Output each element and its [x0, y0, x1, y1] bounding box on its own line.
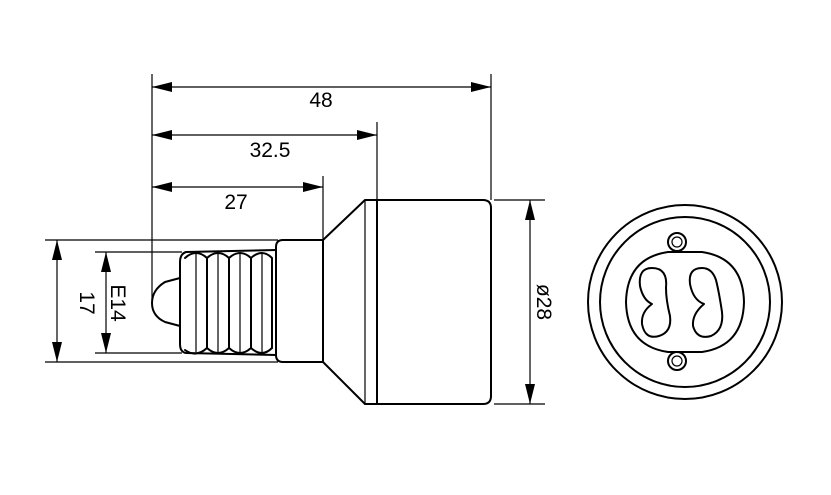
right-pin-slot [688, 267, 724, 338]
dimension-overall-length: 48 [152, 82, 491, 112]
dimension-label-diameter: ø28 [532, 284, 555, 320]
dimension-label-17: 17 [75, 291, 98, 314]
dimension-label-e14: E14 [106, 284, 129, 322]
dimension-length-to-neck: 27 [152, 182, 323, 214]
inner-rim [599, 216, 771, 388]
dimension-label-32-5: 32.5 [250, 139, 291, 162]
dimension-thread-type: E14 [101, 252, 129, 353]
dimension-length-to-body: 32.5 [152, 130, 377, 162]
dimension-body-diameter: ø28 [525, 200, 555, 404]
adapter-neck [275, 239, 324, 363]
top-rivet [667, 232, 687, 252]
contact-tip [151, 277, 181, 327]
socket-recess [625, 251, 745, 353]
bottom-rivet [667, 351, 687, 371]
adapter-body [376, 199, 492, 405]
adapter-side-view [151, 199, 492, 405]
e14-screw-thread [179, 249, 277, 356]
dimension-label-48: 48 [309, 89, 332, 112]
adapter-end-view [587, 204, 783, 400]
outer-rim [587, 204, 783, 400]
adapter-cone [322, 199, 378, 405]
left-pin-slot [638, 267, 672, 338]
dimension-label-27: 27 [224, 191, 247, 214]
dimension-thread-height: 17 [52, 240, 98, 362]
